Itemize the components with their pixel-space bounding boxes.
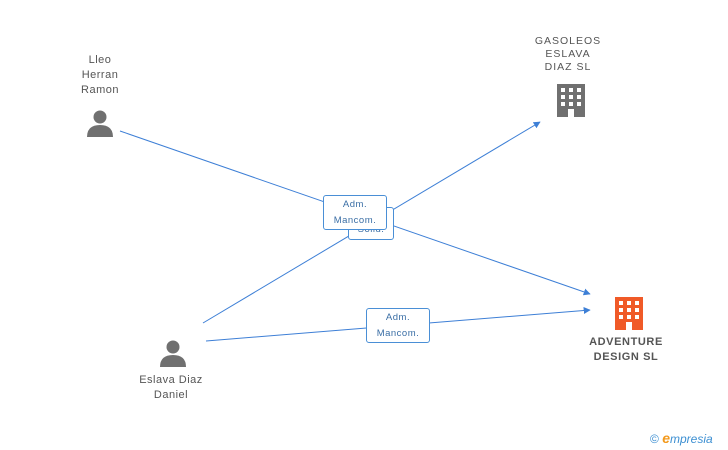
node-label-line: Lleo [88,54,112,66]
node-label-lleo[interactable]: Lleo Herran Ramon [60,53,140,98]
edge-label-line: Adm. [385,312,411,323]
copyright-symbol: © [650,432,659,446]
node-label-line: Eslava Diaz [139,374,203,386]
node-label-line: ADVENTURE [589,336,663,348]
node-label-gasoleos[interactable]: GASOLEOS ESLAVA DIAZ SL [518,35,618,74]
empresia-credit[interactable]: © empresia [650,430,713,446]
node-label-line: DESIGN SL [593,351,659,363]
building-icon-gasoleos[interactable] [557,84,585,117]
node-label-line: GASOLEOS [534,35,602,47]
edge-label-line: Adm. [342,199,368,210]
node-label-adventure[interactable]: ADVENTURE DESIGN SL [576,335,676,365]
node-label-eslava[interactable]: Eslava Diaz Daniel [121,373,221,403]
node-label-line: DIAZ SL [544,61,592,73]
empresia-logo-icon: e [662,430,670,446]
person-icon-lleo[interactable] [87,110,113,138]
node-label-line: ESLAVA [545,48,591,60]
edge-label-line: Mancom. [333,215,377,226]
brand-name: mpresia [669,432,713,446]
building-icon-adventure[interactable] [615,297,643,330]
edge-label-adm-mancom-bottom[interactable]: Adm. Mancom. [366,308,430,343]
edge-label-adm-mancom-top[interactable]: Adm. Mancom. [323,195,387,230]
edge-label-line: Mancom. [376,328,420,339]
node-label-line: Daniel [153,389,189,401]
person-icon-eslava[interactable] [160,340,186,368]
node-label-line: Herran [81,69,119,81]
node-label-line: Ramon [81,84,119,96]
